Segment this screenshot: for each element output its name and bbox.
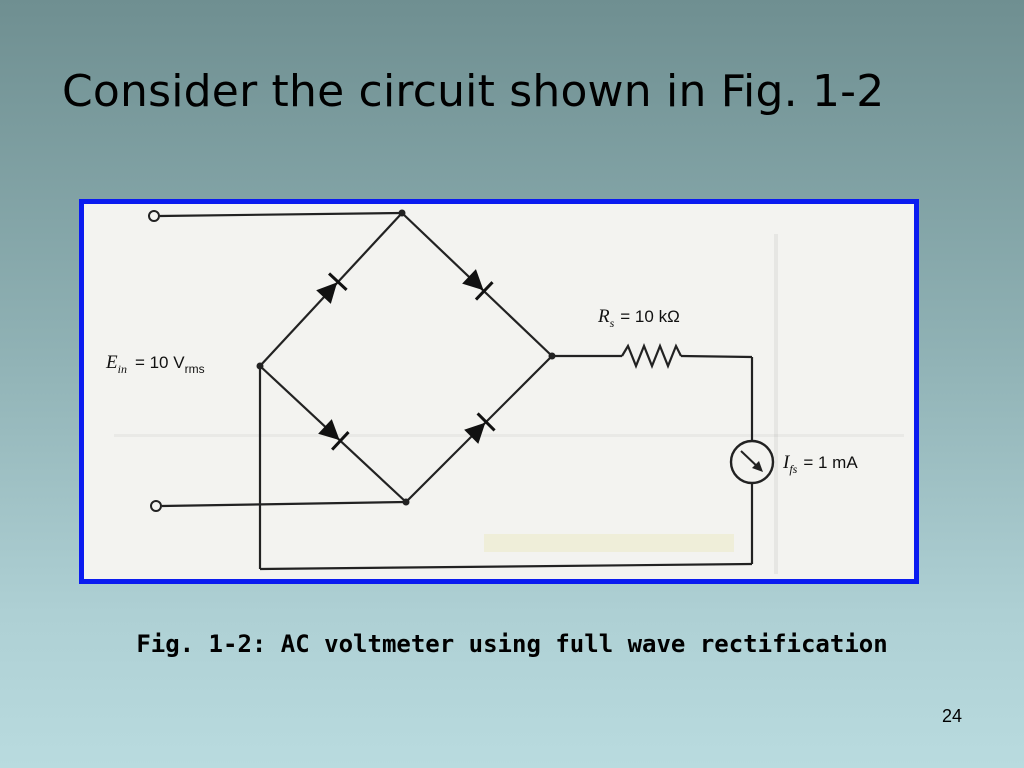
slide-title: Consider the circuit shown in Fig. 1-2 <box>62 66 885 117</box>
page-number: 24 <box>941 706 962 726</box>
diode-d3-icon <box>318 419 350 451</box>
wire-resistor-to-corner <box>680 354 753 359</box>
meter-label: Ifs= 1 mA <box>782 452 858 476</box>
top-input-lead <box>159 211 403 218</box>
resistor-icon <box>621 343 682 369</box>
bottom-input-lead <box>161 500 407 508</box>
diode-d1-icon <box>316 272 348 304</box>
figure-caption: Fig. 1-2: AC voltmeter using full wave r… <box>136 630 888 658</box>
ammeter-needle-head <box>752 461 763 472</box>
input-voltage-label: Ein= 10 Vrms <box>105 352 205 376</box>
bottom-input-terminal <box>150 500 162 512</box>
node-bottom <box>402 498 410 506</box>
circuit-figure: Ein= 10 Vrms Rs= 10 kΩ Ifs= 1 mA <box>79 199 919 584</box>
wire-bottom-return <box>259 562 753 571</box>
circuit-diagram: Ein= 10 Vrms Rs= 10 kΩ Ifs= 1 mA <box>105 209 904 574</box>
resistor-label: Rs= 10 kΩ <box>597 306 680 330</box>
diode-d2-icon <box>462 269 494 301</box>
node-top <box>398 209 406 217</box>
top-input-terminal <box>148 210 160 222</box>
background-texture <box>114 234 904 574</box>
